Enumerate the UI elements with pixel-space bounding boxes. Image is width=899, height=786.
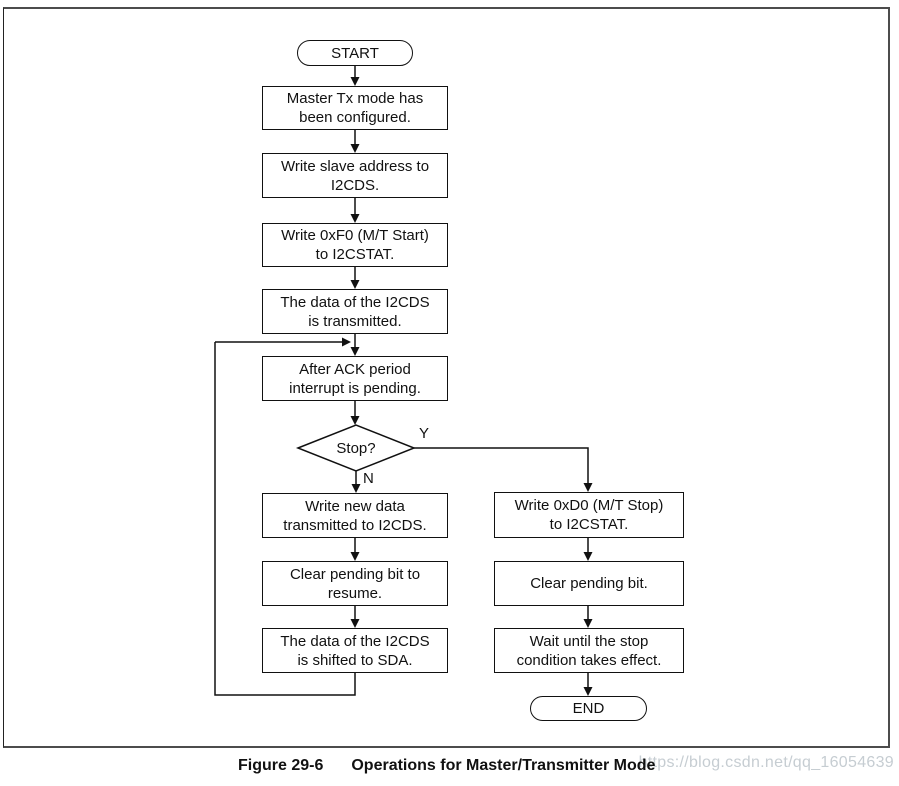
step-data-transmitted: The data of the I2CDS is transmitted.	[262, 289, 448, 334]
step-clear-pending-resume: Clear pending bit to resume.	[262, 561, 448, 606]
step-write-new-data: Write new data transmitted to I2CDS.	[262, 493, 448, 538]
step-data-shifted-sda: The data of the I2CDS is shifted to SDA.	[262, 628, 448, 673]
step-ack-interrupt-pending: After ACK period interrupt is pending.	[262, 356, 448, 401]
start-terminal: START	[297, 40, 413, 66]
decision-diamond	[295, 424, 417, 472]
watermark-url: https://blog.csdn.net/qq_16054639	[638, 754, 894, 771]
figure-caption: Figure 29-6 Operations for Master/Transm…	[238, 757, 655, 775]
step-write-slave-address: Write slave address to I2CDS.	[262, 153, 448, 198]
step-write-0xf0: Write 0xF0 (M/T Start) to I2CSTAT.	[262, 223, 448, 267]
figure-caption-title: Operations for Master/Transmitter Mode	[351, 757, 656, 774]
end-terminal: END	[530, 696, 647, 721]
decision-stop-label: Stop?	[336, 439, 376, 457]
step-clear-pending: Clear pending bit.	[494, 561, 684, 606]
connector-lines	[214, 65, 589, 696]
step-write-0xd0: Write 0xD0 (M/T Stop) to I2CSTAT.	[494, 492, 684, 538]
figure-caption-label: Figure 29-6	[238, 757, 324, 774]
branch-label-no: N	[363, 470, 374, 487]
arrowheads	[342, 77, 593, 696]
branch-label-yes: Y	[419, 425, 430, 442]
step-master-tx-configured: Master Tx mode has been configured.	[262, 86, 448, 130]
step-wait-stop-condition: Wait until the stop condition takes effe…	[494, 628, 684, 673]
